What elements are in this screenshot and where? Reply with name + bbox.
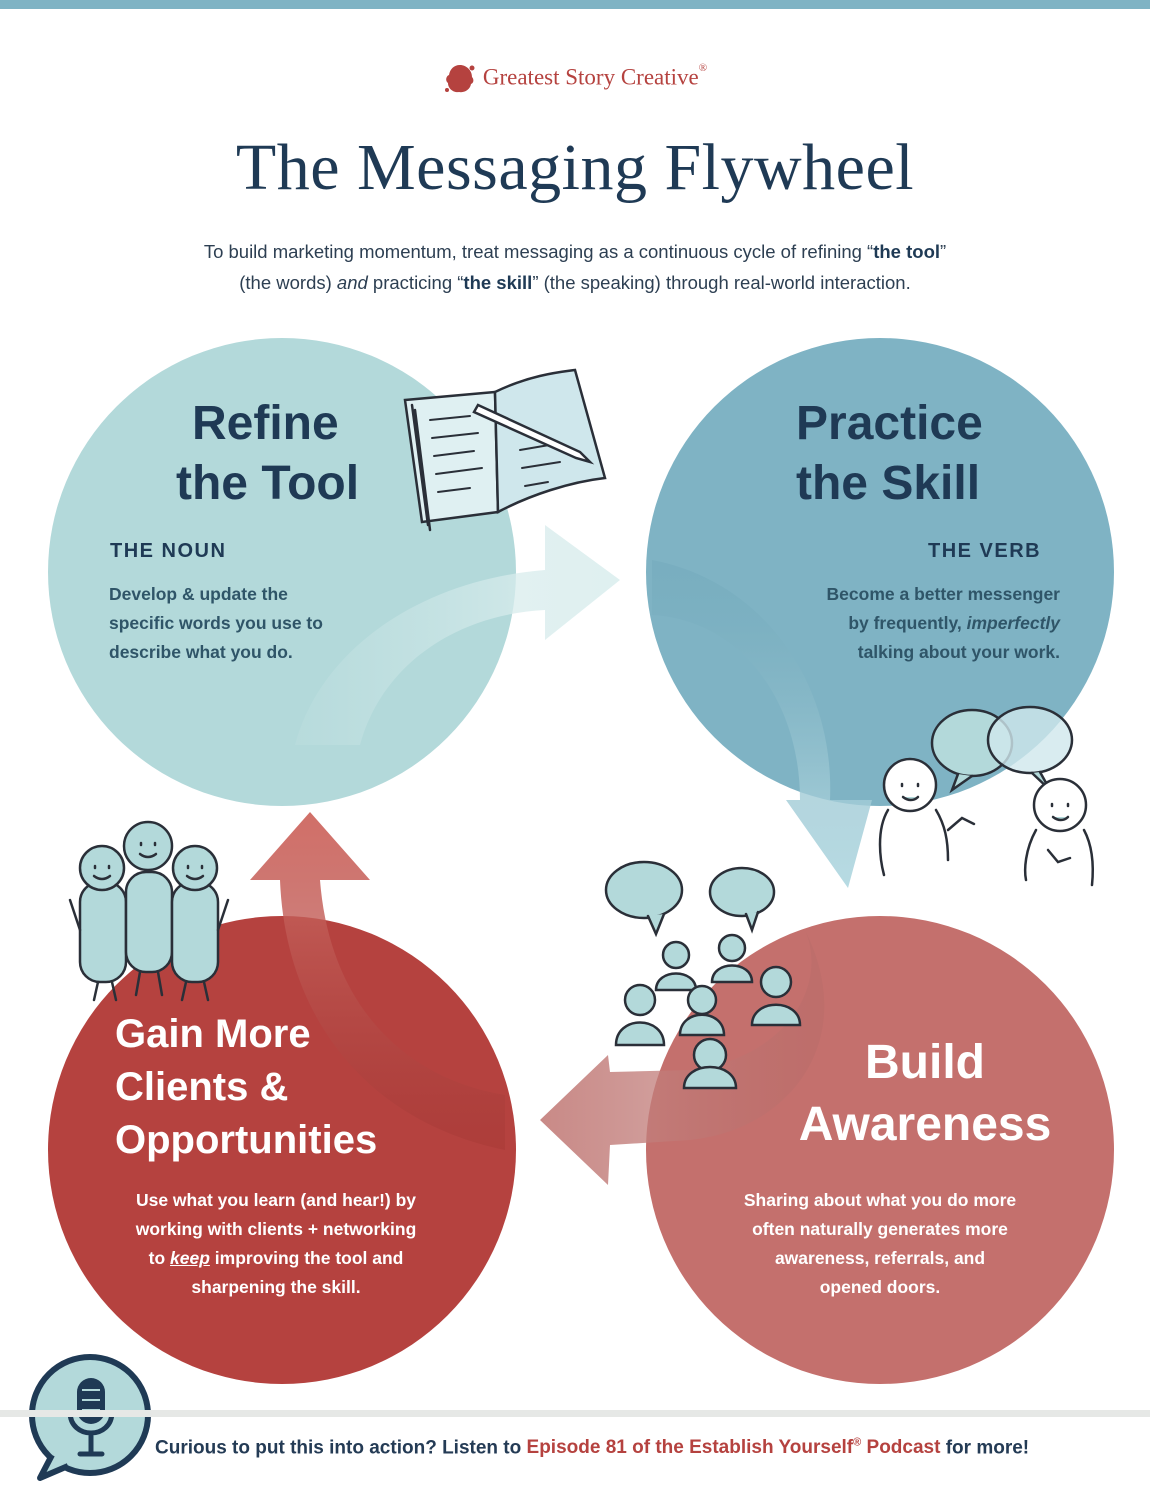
practice-subtitle: THE VERB (928, 540, 1042, 562)
awareness-title: Build Awareness (798, 1036, 1052, 1151)
notebook-pencil-icon (403, 368, 607, 532)
podcast-link[interactable]: Episode 81 of the Establish Yourself® Po… (526, 1437, 941, 1459)
practice-circle (646, 338, 1114, 806)
ink-blot-logo-icon (444, 65, 475, 93)
refine-title: Refine the Tool (176, 397, 360, 510)
arrow-clients-to-refine (250, 812, 505, 1150)
brand-reg: ® (698, 62, 708, 74)
group-hug-icon (68, 820, 230, 1002)
arrow-refine-to-practice (295, 525, 620, 745)
awareness-description: Sharing about what you do more often nat… (743, 1190, 1017, 1297)
refine-subtitle: THE NOUN (110, 540, 227, 562)
arrow-awareness-to-clients (540, 930, 825, 1185)
brand-name: Greatest Story Creative (482, 64, 699, 90)
refine-circle (48, 338, 516, 806)
footer-divider (0, 1410, 1150, 1417)
page-title: The Messaging Flywheel (235, 131, 915, 204)
footer-cta: Curious to put this into action? Listen … (155, 1437, 1030, 1459)
top-accent-bar (0, 0, 1150, 9)
refine-description: Develop & update the specific words you … (109, 584, 323, 662)
intro-text: To build marketing momentum, treat messa… (203, 241, 947, 293)
crowd-icon (604, 860, 802, 1090)
clients-description: Use what you learn (and hear!) by workin… (135, 1190, 417, 1297)
brand-logo[interactable]: Greatest Story Creative® (0, 62, 1150, 96)
practice-description: Become a better messenger by frequently,… (826, 584, 1060, 662)
microphone-icon (29, 1354, 151, 1481)
clients-title: Gain More Clients & Opportunities (115, 1012, 378, 1162)
conversation-people-icon (878, 705, 1094, 887)
clients-circle (48, 916, 516, 1384)
practice-title: Practice the Skill (796, 397, 983, 510)
arrow-practice-to-awareness (652, 560, 872, 888)
awareness-circle (646, 916, 1114, 1384)
